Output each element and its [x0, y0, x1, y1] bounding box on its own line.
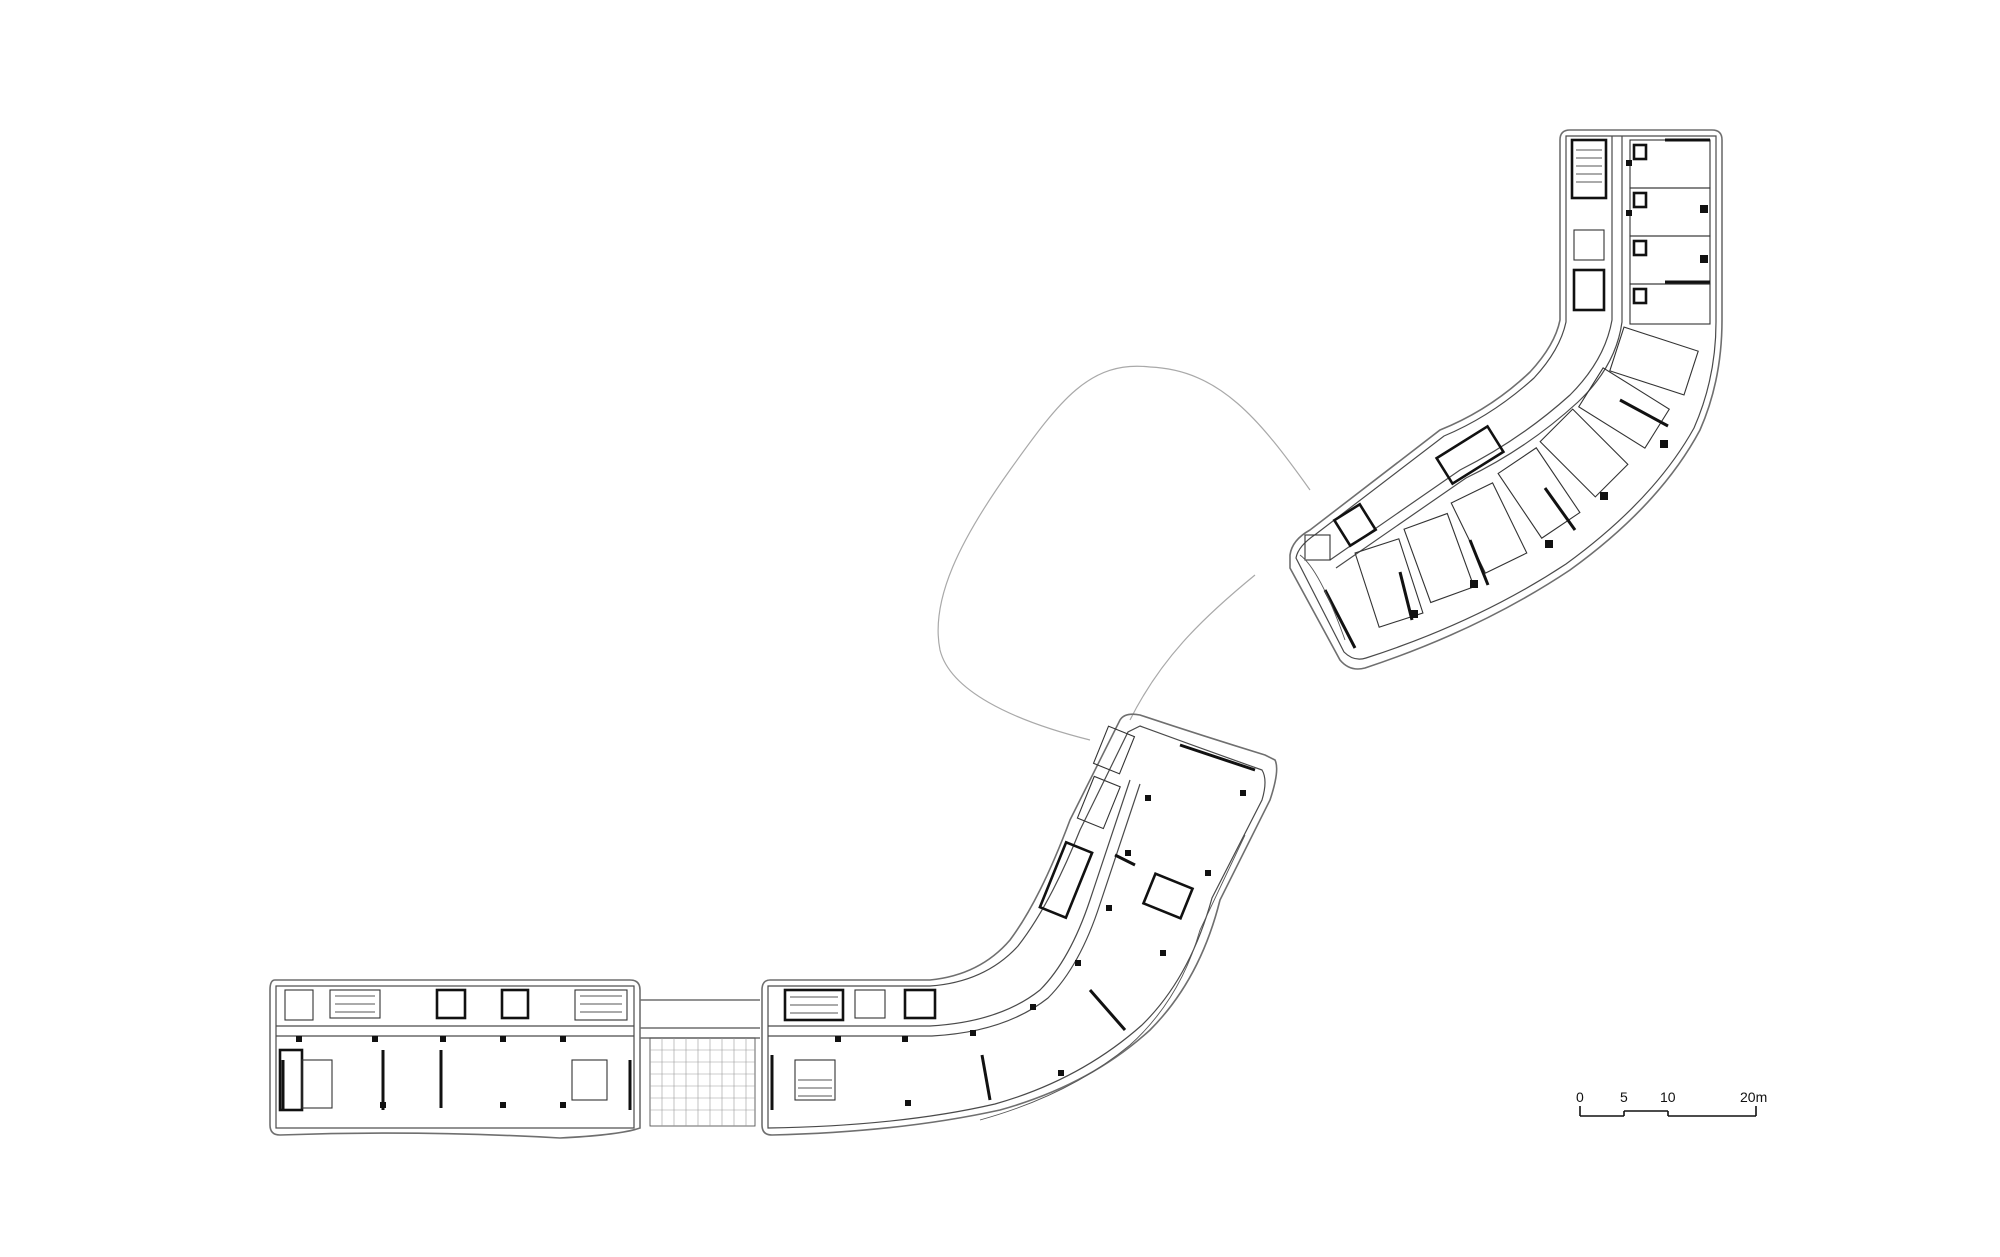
guest-room-row-curved	[1323, 326, 1699, 649]
landscape-path-curve	[937, 365, 1151, 741]
landscape-path-curve-inner	[1149, 366, 1311, 491]
scale-bar: 0 5 10 20m	[1576, 1089, 1767, 1117]
right-building-block	[1289, 129, 1723, 670]
bridge-walkway	[640, 999, 760, 1127]
scale-label-10: 10	[1660, 1089, 1676, 1105]
landscape-path-curve-lower	[1129, 574, 1256, 721]
scale-label-0: 0	[1576, 1089, 1584, 1105]
scale-label-5: 5	[1620, 1089, 1628, 1105]
scale-label-20m: 20m	[1740, 1089, 1767, 1105]
middle-building-block	[761, 713, 1278, 1136]
guest-room-row-straight	[1626, 138, 1711, 325]
left-building-block	[269, 979, 641, 1139]
